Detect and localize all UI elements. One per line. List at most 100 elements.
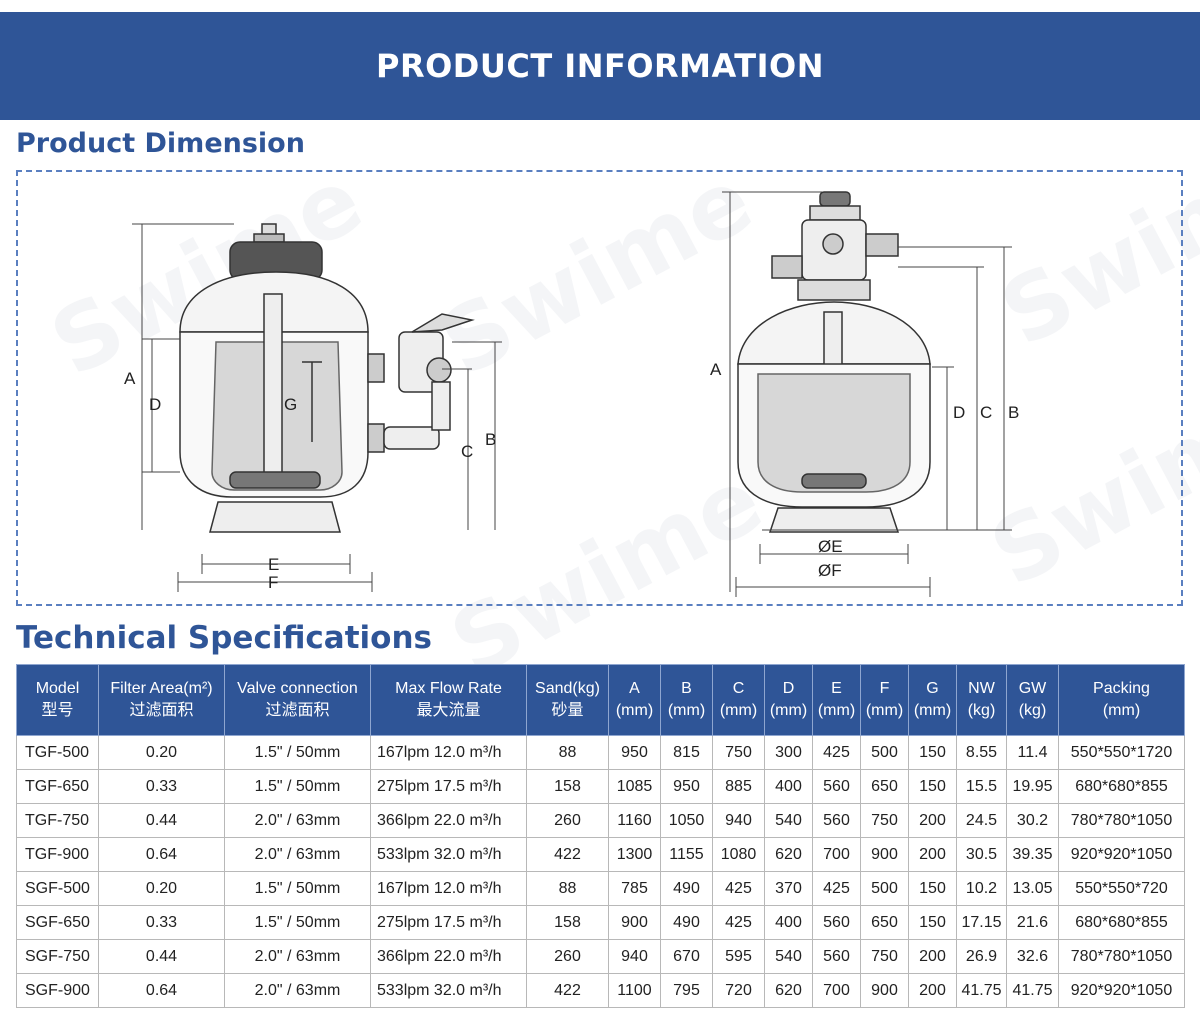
table-cell: 2.0" / 63mm bbox=[224, 803, 371, 838]
table-cell: 680*680*855 bbox=[1058, 905, 1185, 940]
table-cell: 700 bbox=[812, 837, 861, 872]
table-cell: 950 bbox=[608, 735, 661, 770]
label-C: C bbox=[461, 442, 473, 461]
table-cell: 500 bbox=[860, 735, 909, 770]
table-cell: 26.9 bbox=[956, 939, 1007, 974]
column-header: Valve connection 过滤面积 bbox=[224, 664, 371, 736]
table-cell: 366lpm 22.0 m³/h bbox=[370, 803, 527, 838]
banner-title: PRODUCT INFORMATION bbox=[375, 47, 825, 85]
column-header: G (mm) bbox=[908, 664, 957, 736]
table-cell: 10.2 bbox=[956, 871, 1007, 906]
product-information-banner: PRODUCT INFORMATION bbox=[0, 12, 1200, 120]
label-A: A bbox=[710, 360, 722, 379]
label-B: B bbox=[1008, 403, 1019, 422]
table-cell: 366lpm 22.0 m³/h bbox=[370, 939, 527, 974]
table-cell: 620 bbox=[764, 973, 813, 1008]
table-cell: 900 bbox=[860, 973, 909, 1008]
table-cell: 300 bbox=[764, 735, 813, 770]
table-cell: 885 bbox=[712, 769, 765, 804]
table-cell: 17.15 bbox=[956, 905, 1007, 940]
column-header: GW (kg) bbox=[1006, 664, 1059, 736]
table-cell: 200 bbox=[908, 973, 957, 1008]
table-cell: 422 bbox=[526, 837, 609, 872]
table-cell: 0.20 bbox=[98, 735, 225, 770]
table-cell: 1050 bbox=[660, 803, 713, 838]
column-header: NW (kg) bbox=[956, 664, 1007, 736]
column-header: Max Flow Rate 最大流量 bbox=[370, 664, 527, 736]
label-F: ØF bbox=[818, 561, 842, 580]
table-cell: 275lpm 17.5 m³/h bbox=[370, 769, 527, 804]
table-cell: 940 bbox=[608, 939, 661, 974]
table-cell: 550*550*720 bbox=[1058, 871, 1185, 906]
table-cell: 158 bbox=[526, 769, 609, 804]
table-cell: 19.95 bbox=[1006, 769, 1059, 804]
dimension-diagram-panel: A D G C B E F bbox=[16, 170, 1183, 606]
table-cell: 30.5 bbox=[956, 837, 1007, 872]
table-cell: 720 bbox=[712, 973, 765, 1008]
table-cell: 150 bbox=[908, 871, 957, 906]
table-cell: 750 bbox=[712, 735, 765, 770]
table-cell: 0.64 bbox=[98, 837, 225, 872]
table-cell: 900 bbox=[860, 837, 909, 872]
table-cell: 167lpm 12.0 m³/h bbox=[370, 735, 527, 770]
label-D: D bbox=[953, 403, 965, 422]
table-cell: 950 bbox=[660, 769, 713, 804]
table-cell: 200 bbox=[908, 803, 957, 838]
table-cell: SGF-650 bbox=[16, 905, 99, 940]
table-cell: 0.33 bbox=[98, 905, 225, 940]
table-cell: 920*920*1050 bbox=[1058, 837, 1185, 872]
table-cell: 425 bbox=[712, 871, 765, 906]
table-cell: 780*780*1050 bbox=[1058, 939, 1185, 974]
label-B: B bbox=[485, 430, 496, 449]
table-cell: 680*680*855 bbox=[1058, 769, 1185, 804]
product-dimension-title: Product Dimension bbox=[16, 128, 305, 159]
table-cell: 15.5 bbox=[956, 769, 1007, 804]
table-cell: 700 bbox=[812, 973, 861, 1008]
table-cell: 1080 bbox=[712, 837, 765, 872]
table-cell: 650 bbox=[860, 769, 909, 804]
table-cell: 785 bbox=[608, 871, 661, 906]
table-cell: 2.0" / 63mm bbox=[224, 973, 371, 1008]
table-cell: 158 bbox=[526, 905, 609, 940]
table-cell: 540 bbox=[764, 939, 813, 974]
column-header: Filter Area(m²) 过滤面积 bbox=[98, 664, 225, 736]
table-cell: 795 bbox=[660, 973, 713, 1008]
table-cell: 1160 bbox=[608, 803, 661, 838]
table-cell: 750 bbox=[860, 939, 909, 974]
column-header: B (mm) bbox=[660, 664, 713, 736]
column-header: Packing (mm) bbox=[1058, 664, 1185, 736]
label-G: G bbox=[284, 395, 297, 414]
table-cell: SGF-900 bbox=[16, 973, 99, 1008]
label-E: E bbox=[268, 555, 279, 574]
table-cell: 39.35 bbox=[1006, 837, 1059, 872]
table-cell: 150 bbox=[908, 735, 957, 770]
table-cell: 1.5" / 50mm bbox=[224, 769, 371, 804]
dimension-diagrams: A D G C B E F bbox=[124, 191, 1019, 597]
table-cell: 88 bbox=[526, 735, 609, 770]
table-cell: 0.20 bbox=[98, 871, 225, 906]
table-cell: 0.64 bbox=[98, 973, 225, 1008]
table-cell: 24.5 bbox=[956, 803, 1007, 838]
table-cell: 200 bbox=[908, 939, 957, 974]
table-cell: 490 bbox=[660, 871, 713, 906]
table-cell: 30.2 bbox=[1006, 803, 1059, 838]
table-cell: 1300 bbox=[608, 837, 661, 872]
table-cell: 8.55 bbox=[956, 735, 1007, 770]
table-cell: 595 bbox=[712, 939, 765, 974]
table-cell: 670 bbox=[660, 939, 713, 974]
table-cell: 560 bbox=[812, 769, 861, 804]
table-cell: 1.5" / 50mm bbox=[224, 735, 371, 770]
table-cell: 260 bbox=[526, 803, 609, 838]
label-E: ØE bbox=[818, 537, 843, 556]
technical-specifications-title: Technical Specifications bbox=[16, 620, 432, 656]
table-cell: TGF-900 bbox=[16, 837, 99, 872]
table-cell: 167lpm 12.0 m³/h bbox=[370, 871, 527, 906]
